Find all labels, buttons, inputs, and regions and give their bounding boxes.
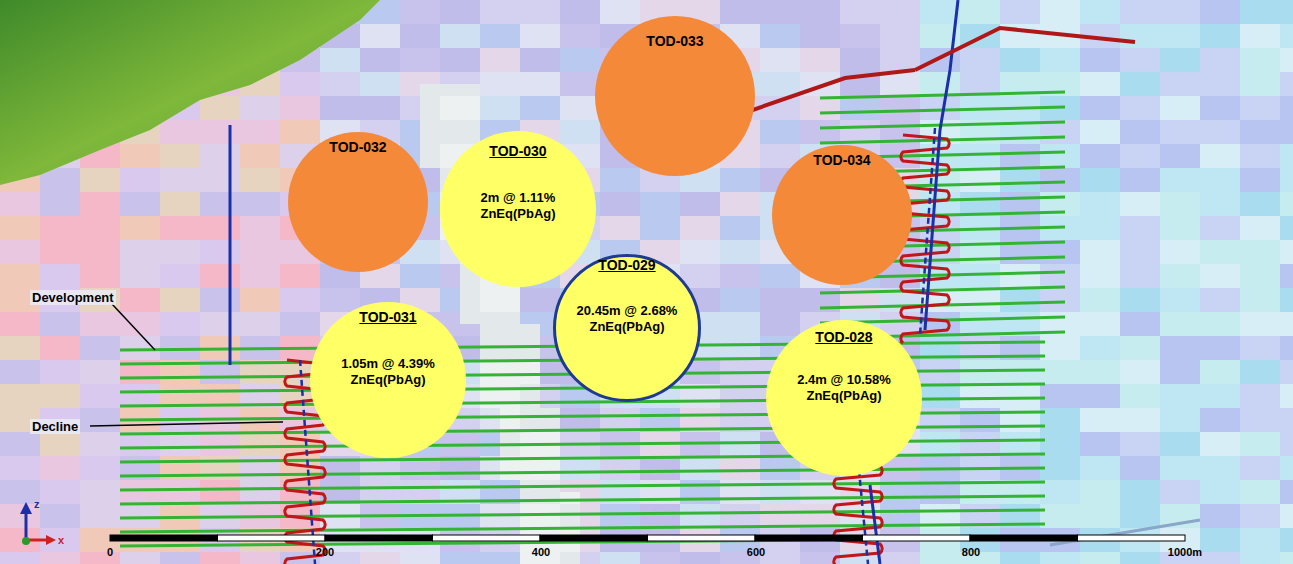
drillhole-pierce-point: TOD-032 [288,132,428,272]
hole-id: TOD-030 [489,143,546,161]
scale-number: 800 [962,546,980,558]
drillhole-pierce-point: TOD-033 [595,16,755,176]
drillhole-pierce-point: TOD-029 20.45m @ 2.68% ZnEq(PbAg) [553,254,701,402]
circle-outline [772,145,912,285]
circle-outline [595,16,755,176]
intercept-grade: 20.45m @ 2.68% ZnEq(PbAg) [563,303,691,336]
intercept-grade: 2m @ 1.11% ZnEq(PbAg) [454,190,582,223]
scale-bar [110,535,1185,541]
scale-number: 0 [107,546,113,558]
hole-id: TOD-028 [815,329,872,347]
development-levels [120,92,1065,546]
hole-id: TOD-032 [329,139,386,157]
hole-id: TOD-029 [598,257,655,275]
drillhole-pierce-point: TOD-028 2.4m @ 10.58% ZnEq(PbAg) [766,320,922,476]
circle-outline [440,131,596,287]
scale-number: 200 [316,546,334,558]
callout-label: Development [30,290,116,305]
leader-lines [90,304,283,426]
shafts [230,0,1200,564]
axis-letter: x [58,534,64,546]
circle-outline [555,256,700,401]
circle-outline [288,132,428,272]
scale-number: 1000m [1168,546,1202,558]
axis-letter: z [34,498,40,510]
circle-outline [766,320,922,476]
decline-ramps [285,128,949,564]
scale-number: 600 [747,546,765,558]
drillhole-pierce-point: TOD-034 [772,145,912,285]
circle-outline [310,302,466,458]
callout-label: Decline [30,419,80,434]
hole-id: TOD-034 [813,152,870,170]
hole-id: TOD-033 [646,33,703,51]
intercept-grade: 2.4m @ 10.58% ZnEq(PbAg) [780,372,908,405]
scale-number: 400 [532,546,550,558]
drillhole-pierce-point: TOD-030 2m @ 1.11% ZnEq(PbAg) [440,131,596,287]
intercept-grade: 1.05m @ 4.39% ZnEq(PbAg) [324,356,452,389]
hole-id: TOD-031 [359,309,416,327]
drillhole-pierce-point: TOD-031 1.05m @ 4.39% ZnEq(PbAg) [310,302,466,458]
